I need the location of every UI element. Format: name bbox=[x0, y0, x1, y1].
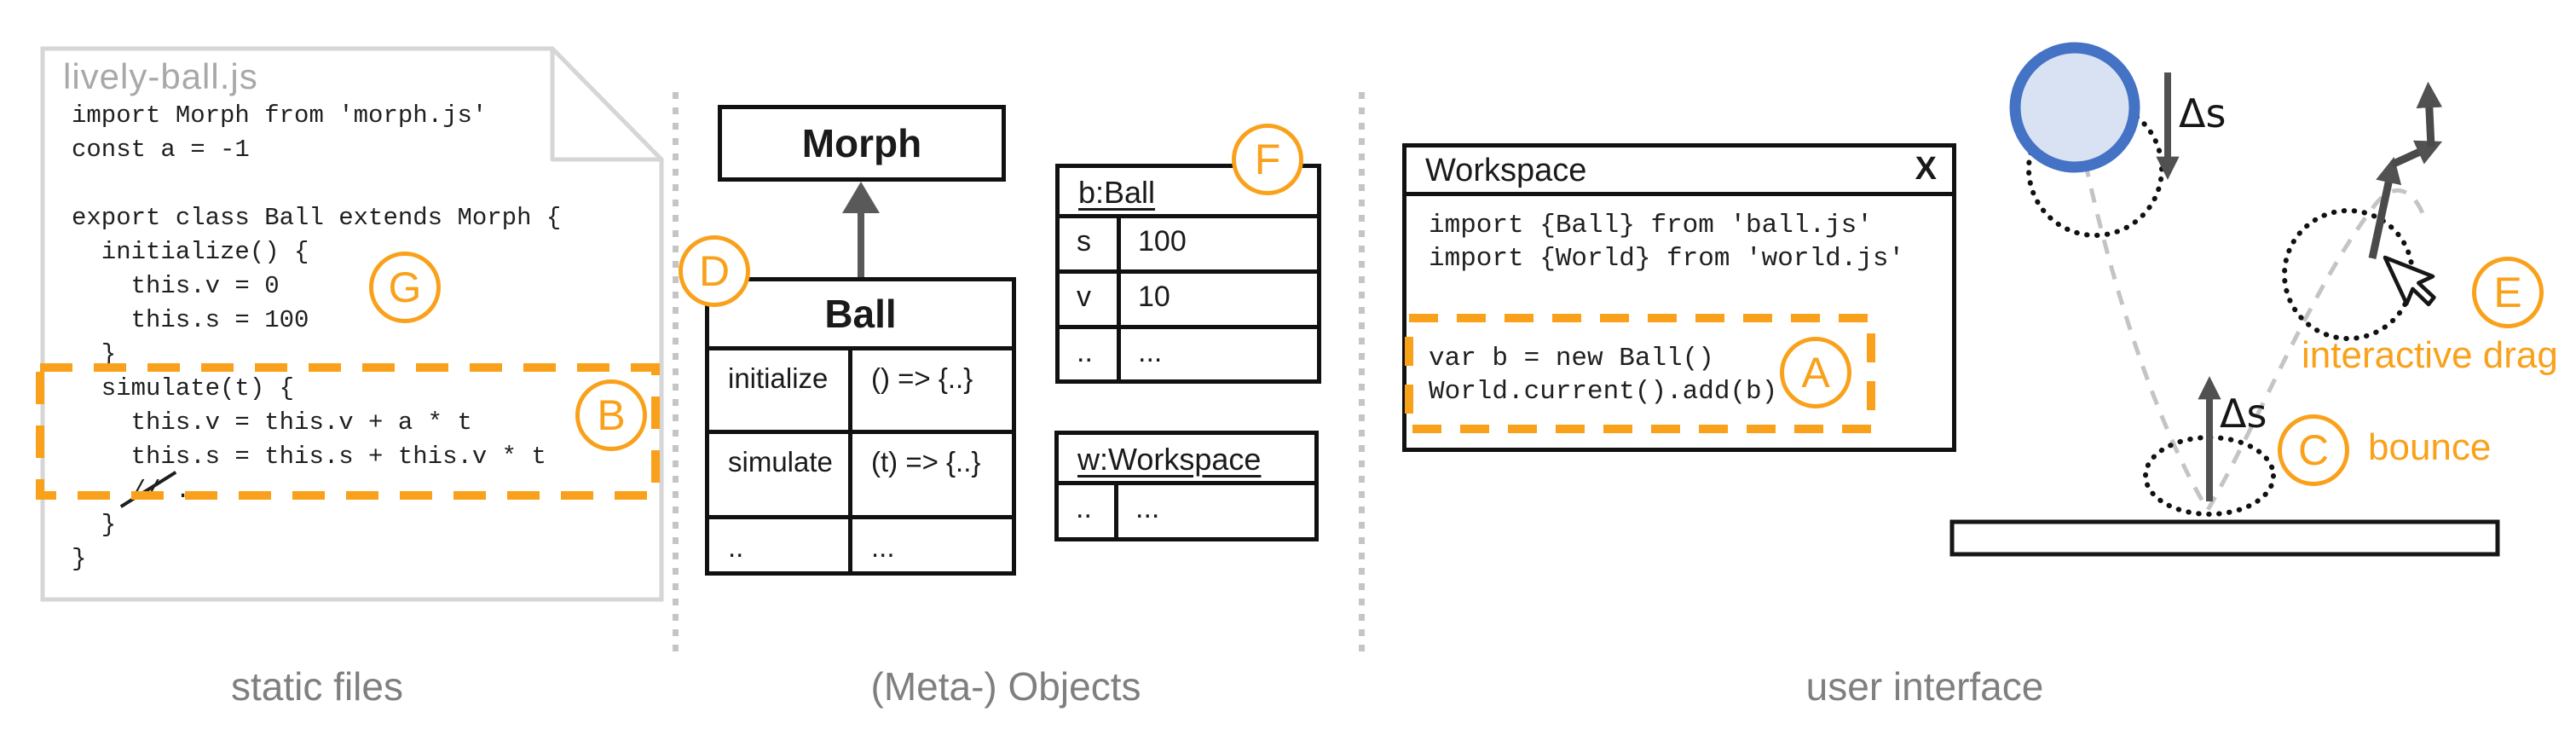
caption-meta-objects: (Meta-) Objects bbox=[870, 664, 1141, 709]
ball-simulation-illustration bbox=[1949, 42, 2500, 557]
field-value-cell: 100 bbox=[1121, 218, 1317, 269]
interactive-drag-label: interactive drag bbox=[2302, 334, 2558, 376]
delta-s-fall-label: Δs bbox=[2179, 90, 2227, 136]
badge-b: B bbox=[575, 379, 647, 451]
file-card-outline bbox=[40, 46, 664, 602]
class-table-title: Ball bbox=[709, 281, 1012, 346]
instance-table-w-workspace: w:Workspace .. ... bbox=[1054, 431, 1319, 541]
method-name-cell: .. bbox=[709, 519, 848, 571]
workspace-code[interactable]: import {Ball} from 'ball.js' import {Wor… bbox=[1429, 211, 1905, 407]
caption-static-files: static files bbox=[231, 664, 403, 709]
superclass-box: Morph bbox=[718, 105, 1006, 182]
field-value-cell: ... bbox=[1121, 329, 1317, 379]
section-divider-left bbox=[673, 92, 679, 658]
field-name-cell: .. bbox=[1059, 485, 1114, 537]
ball-shape bbox=[2009, 42, 2140, 173]
bounce-label: bounce bbox=[2368, 426, 2492, 468]
method-name-cell: simulate bbox=[709, 434, 848, 515]
workspace-titlebar: Workspace X bbox=[1406, 148, 1952, 196]
highlight-box-b bbox=[36, 363, 660, 500]
badge-c: C bbox=[2278, 414, 2349, 486]
field-value-cell: 10 bbox=[1121, 274, 1317, 325]
field-value-cell: ... bbox=[1118, 485, 1314, 537]
delta-s-bounce-label: Δs bbox=[2220, 391, 2267, 437]
badge-g: G bbox=[369, 252, 441, 323]
workspace-window: Workspace X import {Ball} from 'ball.js'… bbox=[1402, 143, 1956, 452]
badge-d: D bbox=[679, 235, 750, 307]
field-name-cell: .. bbox=[1060, 329, 1117, 379]
method-name-cell: initialize bbox=[709, 350, 848, 430]
method-impl-cell: (t) => {..} bbox=[852, 434, 1012, 515]
ground-bar bbox=[1949, 519, 2500, 557]
mouse-cursor-icon bbox=[2383, 255, 2436, 307]
trajectory-path bbox=[2072, 110, 2425, 514]
method-impl-cell: ... bbox=[852, 519, 1012, 571]
class-table-ball: Ball initialize () => {..} simulate (t) … bbox=[705, 277, 1016, 576]
instance-title: w:Workspace bbox=[1059, 435, 1314, 481]
field-name-cell: v bbox=[1060, 274, 1117, 325]
file-code: import Morph from 'morph.js' const a = -… bbox=[72, 101, 562, 573]
close-button[interactable]: X bbox=[1915, 151, 1937, 187]
file-name: lively-ball.js bbox=[63, 56, 258, 96]
method-impl-cell: () => {..} bbox=[852, 350, 1012, 430]
workspace-title: Workspace bbox=[1425, 153, 1587, 188]
section-divider-right bbox=[1359, 92, 1365, 658]
drag-gesture-arrows bbox=[2368, 81, 2443, 259]
badge-e: E bbox=[2472, 257, 2544, 328]
folded-corner bbox=[550, 46, 664, 162]
inheritance-arrow bbox=[842, 182, 880, 281]
instance-table-b-ball: b:Ball s 100 v 10 .. ... bbox=[1055, 164, 1321, 384]
badge-a: A bbox=[1780, 337, 1851, 408]
field-name-cell: s bbox=[1060, 218, 1117, 269]
caption-user-interface: user interface bbox=[1805, 664, 2044, 709]
badge-f: F bbox=[1232, 124, 1303, 195]
